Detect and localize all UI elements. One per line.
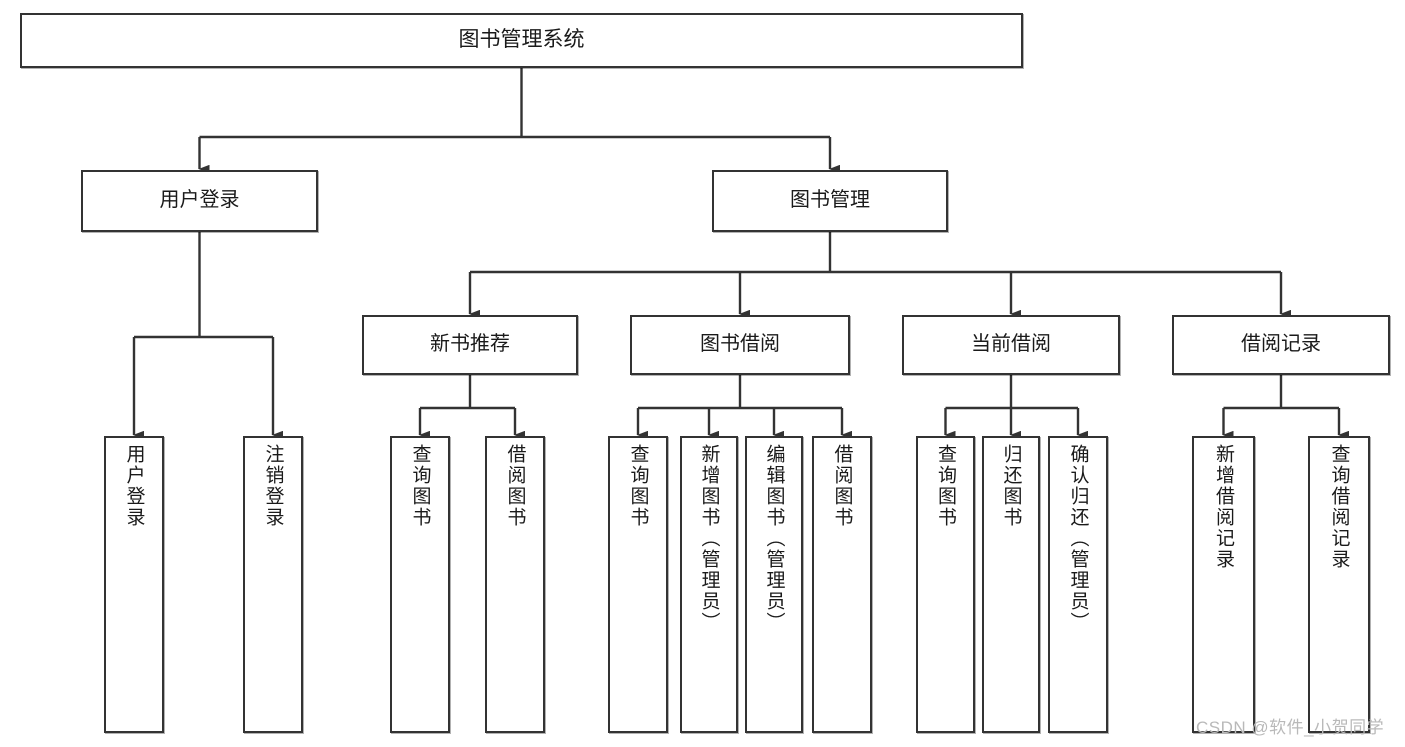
node-label: 图书管理系统 bbox=[458, 28, 585, 52]
node-borrow-record[interactable]: 借阅记录 bbox=[1172, 315, 1390, 375]
node-leaf-query-book-3[interactable]: 查询图书 bbox=[916, 436, 975, 733]
node-label: 借阅图书 bbox=[831, 444, 853, 528]
node-label: 归还图书 bbox=[1000, 444, 1022, 528]
node-leaf-query-book-1[interactable]: 查询图书 bbox=[390, 436, 450, 733]
node-label: 借阅图书 bbox=[504, 444, 526, 528]
node-leaf-confirm-return[interactable]: 确认归还（管理员） bbox=[1048, 436, 1108, 733]
node-leaf-return-book[interactable]: 归还图书 bbox=[982, 436, 1040, 733]
node-label: 图书借阅 bbox=[700, 333, 780, 356]
connector-lines bbox=[132, 68, 1349, 440]
node-label: 查询图书 bbox=[409, 444, 431, 528]
node-label: 用户登录 bbox=[159, 189, 240, 212]
node-label: 查询图书 bbox=[935, 444, 956, 528]
node-label: 编辑图书（管理员） bbox=[763, 444, 785, 633]
node-label: 新增图书（管理员） bbox=[698, 444, 720, 633]
node-root-system[interactable]: 图书管理系统 bbox=[20, 13, 1023, 68]
node-leaf-borrow-book-2[interactable]: 借阅图书 bbox=[812, 436, 872, 733]
node-leaf-logout[interactable]: 注销登录 bbox=[243, 436, 303, 733]
node-current-borrow[interactable]: 当前借阅 bbox=[902, 315, 1120, 375]
node-label: 图书管理 bbox=[790, 189, 870, 212]
node-label: 查询图书 bbox=[627, 444, 649, 528]
node-label: 用户登录 bbox=[123, 444, 145, 528]
node-leaf-query-book-2[interactable]: 查询图书 bbox=[608, 436, 668, 733]
node-label: 借阅记录 bbox=[1241, 333, 1321, 356]
node-leaf-edit-book[interactable]: 编辑图书（管理员） bbox=[745, 436, 803, 733]
node-label: 确认归还（管理员） bbox=[1067, 444, 1089, 633]
node-leaf-borrow-book-1[interactable]: 借阅图书 bbox=[485, 436, 545, 733]
node-book-borrow[interactable]: 图书借阅 bbox=[630, 315, 850, 375]
node-label: 新增借阅记录 bbox=[1213, 444, 1234, 570]
node-label: 查询借阅记录 bbox=[1328, 444, 1350, 570]
node-leaf-user-login[interactable]: 用户登录 bbox=[104, 436, 164, 733]
node-new-book-rec[interactable]: 新书推荐 bbox=[362, 315, 578, 375]
node-leaf-add-book[interactable]: 新增图书（管理员） bbox=[680, 436, 738, 733]
node-leaf-add-record[interactable]: 新增借阅记录 bbox=[1192, 436, 1255, 733]
node-label: 当前借阅 bbox=[971, 333, 1051, 356]
node-label: 注销登录 bbox=[262, 444, 284, 528]
node-user-login[interactable]: 用户登录 bbox=[81, 170, 318, 232]
node-book-manage[interactable]: 图书管理 bbox=[712, 170, 948, 232]
node-label: 新书推荐 bbox=[430, 333, 510, 356]
node-leaf-query-record[interactable]: 查询借阅记录 bbox=[1308, 436, 1370, 733]
